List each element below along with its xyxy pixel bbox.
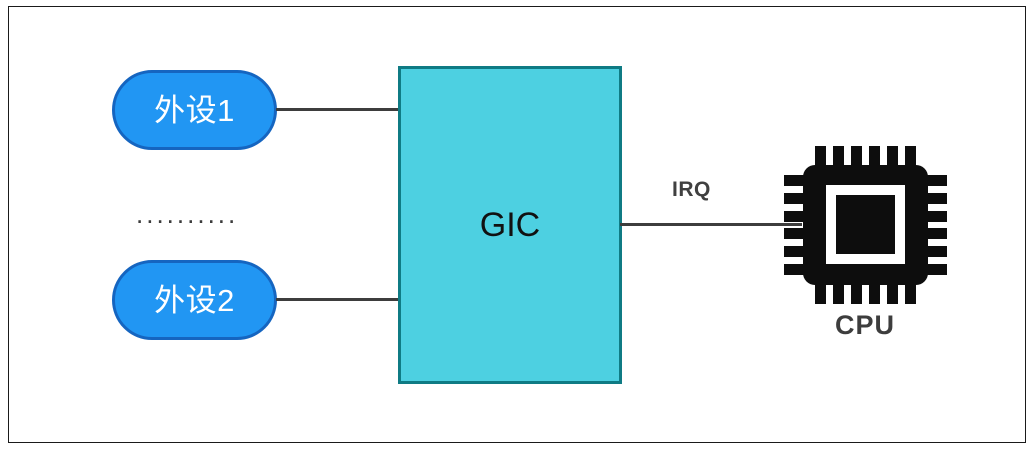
- chip-pin-bottom-2: [832, 284, 844, 304]
- chip-pin-top-4: [869, 146, 881, 166]
- chip-pin-left-4: [784, 228, 804, 240]
- chip-pin-right-6: [927, 263, 947, 275]
- chip-pin-left-2: [784, 193, 804, 204]
- chip-pin-top-5: [887, 146, 899, 166]
- chip-pin-bottom-3: [850, 284, 862, 304]
- connector-peripheral2-to-gic: [276, 298, 400, 301]
- ellipsis-dots: ..........: [136, 202, 239, 226]
- chip-pin-bottom-4: [869, 284, 881, 304]
- irq-label: IRQ: [672, 178, 711, 201]
- peripheral-node-1[interactable]: 外设1: [112, 70, 277, 150]
- chip-pin-bottom-5: [887, 284, 899, 304]
- gic-node[interactable]: GIC: [398, 66, 622, 384]
- chip-pin-bottom-1: [814, 284, 826, 304]
- cpu-chip-icon: [784, 146, 947, 304]
- chip-pin-top-6: [905, 146, 917, 166]
- chip-pin-right-1: [927, 175, 947, 187]
- peripheral-2-label: 外设2: [154, 282, 235, 318]
- chip-pin-right-3: [927, 210, 947, 222]
- chip-pin-right-5: [927, 246, 947, 257]
- connector-peripheral1-to-gic: [276, 108, 400, 111]
- peripheral-1-label: 外设1: [154, 92, 235, 128]
- chip-pin-top-1: [814, 146, 826, 166]
- chip-pin-right-2: [927, 193, 947, 204]
- chip-pin-left-5: [784, 246, 804, 257]
- chip-pin-left-1: [784, 175, 804, 187]
- cpu-label: CPU: [834, 310, 895, 340]
- chip-pin-bottom-6: [905, 284, 917, 304]
- chip-pin-top-3: [850, 146, 862, 166]
- connector-gic-to-cpu: [620, 223, 802, 226]
- chip-pin-left-6: [784, 263, 804, 275]
- peripheral-node-2[interactable]: 外设2: [112, 260, 277, 340]
- chip-pin-right-4: [927, 228, 947, 240]
- gic-label: GIC: [479, 206, 541, 244]
- chip-core: [836, 195, 895, 254]
- cpu-node[interactable]: CPU: [775, 140, 955, 360]
- chip-pin-top-2: [832, 146, 844, 166]
- chip-pin-left-3: [784, 210, 804, 222]
